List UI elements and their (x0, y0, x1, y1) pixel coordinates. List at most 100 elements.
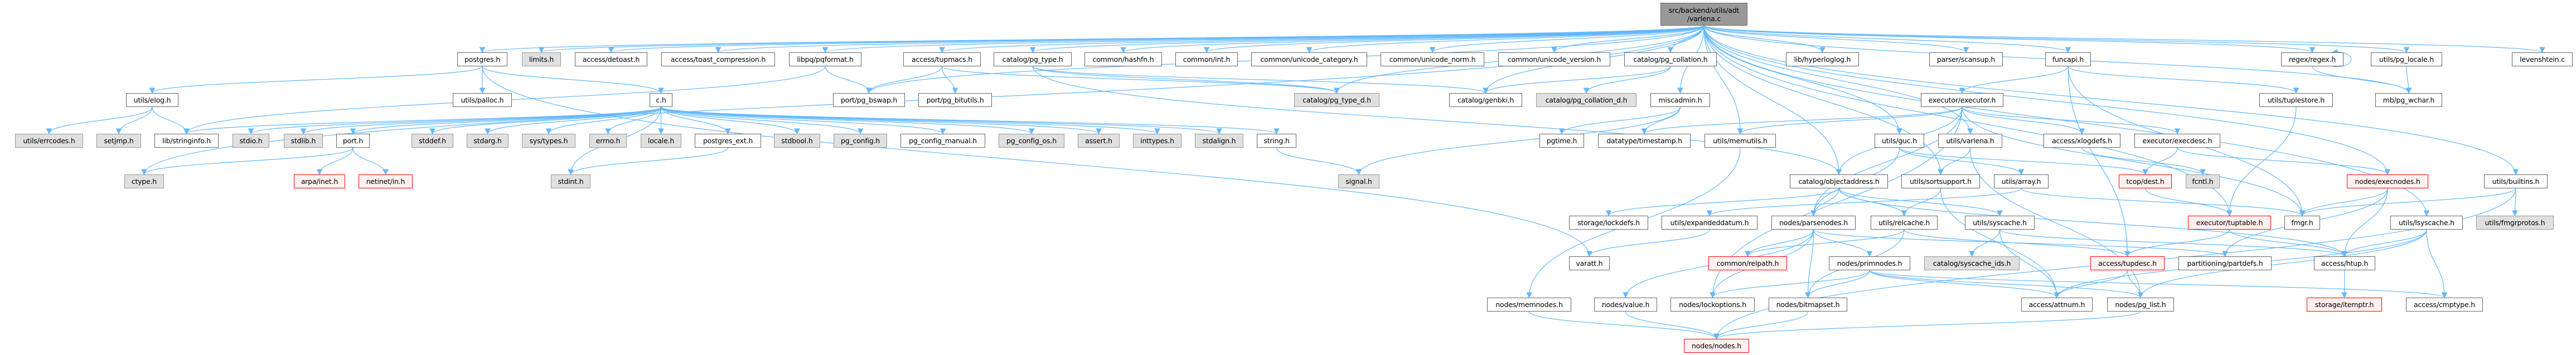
node-errno[interactable]: errno.h (589, 134, 627, 148)
node-uver[interactable]: common/unicode_version.h (1498, 52, 1610, 66)
node-stddef[interactable]: stddef.h (411, 134, 453, 148)
node-ctype[interactable]: ctype.h (124, 174, 164, 188)
node-systypes[interactable]: sys/types.h (522, 134, 575, 148)
edge-regex-to-regex (2331, 48, 2352, 67)
node-genbki[interactable]: catalog/genbki.h (1449, 93, 1522, 107)
node-leven[interactable]: levenshtein.c (2512, 52, 2573, 66)
node-netinet[interactable]: netinet/in.h (359, 174, 413, 188)
node-ucat[interactable]: common/unicode_category.h (1251, 52, 1367, 66)
node-int[interactable]: common/int.h (1175, 52, 1238, 66)
node-setjmp[interactable]: setjmp.h (96, 134, 141, 148)
node-lockdefs[interactable]: storage/lockdefs.h (1569, 216, 1648, 230)
node-miscadmin[interactable]: miscadmin.h (1650, 93, 1710, 107)
node-pgwchar[interactable]: mb/pg_wchar.h (2375, 93, 2442, 107)
node-pglist[interactable]: nodes/pg_list.h (2107, 298, 2174, 312)
node-array[interactable]: utils/array.h (1994, 174, 2049, 188)
node-bitutils[interactable]: port/pg_bitutils.h (918, 93, 992, 107)
node-arpainet[interactable]: arpa/inet.h (294, 174, 345, 188)
node-signal[interactable]: signal.h (1338, 174, 1379, 188)
node-regex[interactable]: regex/regex.h (2281, 52, 2343, 66)
node-unorm[interactable]: common/unicode_norm.h (1381, 52, 1484, 66)
node-value[interactable]: nodes/value.h (1594, 298, 1657, 312)
node-toastcomp[interactable]: access/toast_compression.h (661, 52, 775, 66)
node-pgcolld[interactable]: catalog/pg_collation_d.h (1536, 93, 1636, 107)
node-bswap[interactable]: port/pg_bswap.h (833, 93, 905, 107)
node-cmptype[interactable]: access/cmptype.h (2406, 298, 2483, 312)
node-detoast[interactable]: access/detoast.h (575, 52, 647, 66)
node-htup[interactable]: access/htup.h (2314, 256, 2375, 270)
node-relpath[interactable]: common/relpath.h (1708, 256, 1787, 270)
node-nodes[interactable]: nodes/nodes.h (1684, 339, 1749, 353)
node-stdarg[interactable]: stdarg.h (467, 134, 509, 148)
node-stdalign[interactable]: stdalign.h (1195, 134, 1243, 148)
node-string[interactable]: string.h (1257, 134, 1296, 148)
node-ch[interactable]: c.h (650, 93, 672, 107)
node-pgcfgman[interactable]: pg_config_manual.h (900, 134, 985, 148)
node-funcapi[interactable]: funcapi.h (2045, 52, 2091, 66)
node-tuplestore[interactable]: utils/tuplestore.h (2259, 93, 2333, 107)
node-tupdesc[interactable]: access/tupdesc.h (2090, 256, 2165, 270)
node-execnodes[interactable]: nodes/execnodes.h (2347, 174, 2428, 188)
node-pgcfgos[interactable]: pg_config_os.h (999, 134, 1064, 148)
node-xlogdefs[interactable]: access/xlogdefs.h (2044, 134, 2120, 148)
node-stringinfo[interactable]: lib/stringinfo.h (154, 134, 219, 148)
node-limits[interactable]: limits.h (522, 52, 561, 66)
node-builtins[interactable]: utils/builtins.h (2484, 174, 2548, 188)
node-pglocale[interactable]: utils/pg_locale.h (2371, 52, 2442, 66)
edge-ch-to-port (350, 106, 662, 135)
node-port[interactable]: port.h (336, 134, 370, 148)
node-primnodes[interactable]: nodes/primnodes.h (1829, 256, 1910, 270)
node-fmgrprotos[interactable]: utils/fmgrprotos.h (2476, 216, 2554, 230)
node-memnodes[interactable]: nodes/memnodes.h (1487, 298, 1571, 312)
node-attnum[interactable]: access/attnum.h (2021, 298, 2093, 312)
node-stdio[interactable]: stdio.h (233, 134, 269, 148)
edge-miscadmin-to-signal (1355, 106, 1681, 176)
node-hashfn[interactable]: common/hashfn.h (1084, 52, 1162, 66)
edge-lsyscache-to-htup (2341, 229, 2427, 257)
node-memutils[interactable]: utils/memutils.h (1705, 134, 1776, 148)
node-bitmapset[interactable]: nodes/bitmapset.h (1769, 298, 1847, 312)
node-relcache[interactable]: utils/relcache.h (1871, 216, 1938, 230)
node-uvarlena[interactable]: utils/varlena.h (1938, 134, 2002, 148)
node-scansup[interactable]: parser/scansup.h (1929, 52, 2003, 66)
node-pgcoll[interactable]: catalog/pg_collation.h (1624, 52, 1717, 66)
node-objaddr[interactable]: catalog/objectaddress.h (1790, 174, 1888, 188)
node-inttypes[interactable]: inttypes.h (1133, 134, 1182, 148)
node-elog[interactable]: utils/elog.h (126, 93, 178, 107)
node-errcodes[interactable]: utils/errcodes.h (15, 134, 83, 148)
node-syscache[interactable]: utils/syscache.h (1965, 216, 2035, 230)
node-pgext[interactable]: postgres_ext.h (695, 134, 761, 148)
edge-miscadmin-to-timestamp (1641, 106, 1681, 135)
node-stdint[interactable]: stdint.h (551, 174, 590, 188)
node-executor[interactable]: executor/executor.h (1921, 93, 2003, 107)
node-pgtyped[interactable]: catalog/pg_type_d.h (1294, 93, 1379, 107)
node-pgtype[interactable]: catalog/pg_type.h (994, 52, 1072, 66)
node-pqformat[interactable]: libpq/pqformat.h (789, 52, 861, 66)
node-pgconfig[interactable]: pg_config.h (834, 134, 887, 148)
node-tuptable[interactable]: executor/tuptable.h (2188, 216, 2271, 230)
node-lsyscache[interactable]: utils/lsyscache.h (2390, 216, 2463, 230)
node-dest[interactable]: tcop/dest.h (2119, 174, 2172, 188)
node-postgres[interactable]: postgres.h (457, 52, 507, 66)
node-assert[interactable]: assert.h (1078, 134, 1120, 148)
node-itemptr[interactable]: storage/itemptr.h (2307, 298, 2382, 312)
node-stdbool[interactable]: stdbool.h (774, 134, 820, 148)
node-pgtime[interactable]: pgtime.h (1539, 134, 1584, 148)
node-tupmacs[interactable]: access/tupmacs.h (903, 52, 981, 66)
node-locale[interactable]: locale.h (641, 134, 681, 148)
node-fcntl[interactable]: fcntl.h (2186, 174, 2220, 188)
node-expanded[interactable]: utils/expandeddatum.h (1662, 216, 1757, 230)
node-syscacheids[interactable]: catalog/syscache_ids.h (1924, 256, 2020, 270)
node-partdefs[interactable]: partitioning/partdefs.h (2178, 256, 2272, 270)
node-fmgr[interactable]: fmgr.h (2284, 216, 2320, 230)
node-parsenodes[interactable]: nodes/parsenodes.h (1771, 216, 1856, 230)
node-hll[interactable]: lib/hyperloglog.h (1786, 52, 1859, 66)
node-sortsupport[interactable]: utils/sortsupport.h (1901, 174, 1980, 188)
node-lockoptions[interactable]: nodes/lockoptions.h (1670, 298, 1755, 312)
node-stdlib[interactable]: stdlib.h (284, 134, 323, 148)
node-palloc[interactable]: utils/palloc.h (453, 93, 512, 107)
node-guc[interactable]: utils/guc.h (1875, 134, 1924, 148)
node-execdesc[interactable]: executor/execdesc.h (2134, 134, 2220, 148)
node-timestamp[interactable]: datatype/timestamp.h (1598, 134, 1691, 148)
node-varatt[interactable]: varatt.h (1569, 256, 1610, 270)
